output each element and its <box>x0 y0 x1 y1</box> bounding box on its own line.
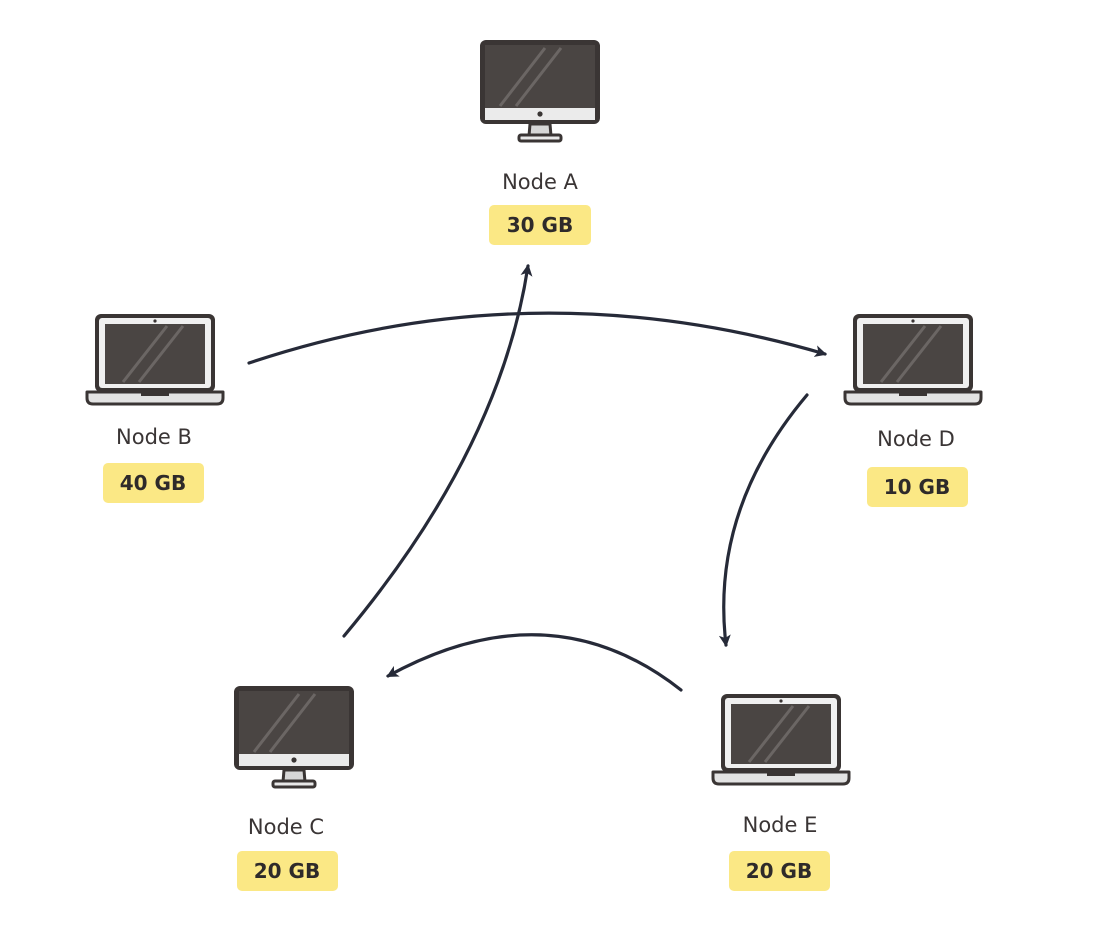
laptop-icon <box>711 692 851 786</box>
desktop-icon <box>232 684 356 789</box>
node-e: Node E 20 GB <box>711 692 851 891</box>
node-b: Node B 40 GB <box>85 312 225 503</box>
size-badge <box>103 463 204 503</box>
laptop-icon <box>843 312 983 406</box>
size-value: 30 GB <box>507 213 573 237</box>
node-label: Node A <box>502 170 578 194</box>
size-badge <box>489 205 591 245</box>
size-badge <box>867 467 968 507</box>
edge-c-to-a <box>342 264 533 638</box>
size-badge <box>729 851 830 891</box>
node-label: Node D <box>877 427 955 451</box>
size-value: 20 GB <box>254 859 320 883</box>
edge-d-to-e <box>718 393 809 647</box>
size-badge <box>237 851 338 891</box>
desktop-icon <box>478 38 602 143</box>
size-value: 40 GB <box>120 471 186 495</box>
node-label: Node C <box>248 815 324 839</box>
node-c: Node C 20 GB <box>232 684 356 891</box>
node-d: Node D 10 GB <box>843 312 983 507</box>
node-label: Node B <box>116 425 192 449</box>
size-value: 10 GB <box>884 475 950 499</box>
size-value: 20 GB <box>746 859 812 883</box>
edge-b-to-d <box>247 311 827 365</box>
laptop-icon <box>85 312 225 406</box>
node-a: Node A 30 GB <box>478 38 602 245</box>
node-label: Node E <box>743 813 818 837</box>
edge-e-to-c <box>386 633 683 692</box>
